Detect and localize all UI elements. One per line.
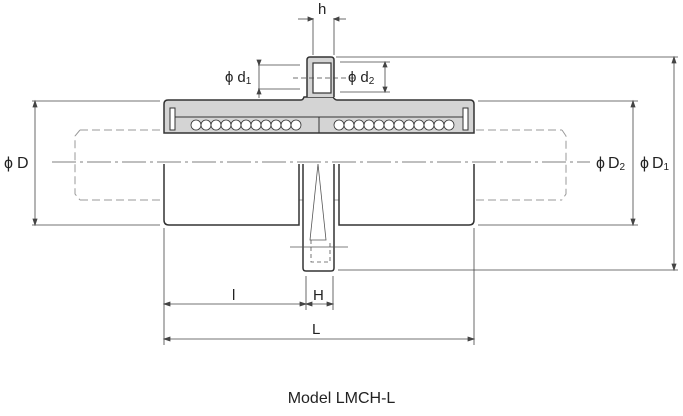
dim-H-label: H	[313, 287, 324, 304]
drawing-caption: Model LMCH-L	[287, 390, 396, 407]
lower-body	[163, 164, 475, 272]
dimension-lines	[32, 16, 678, 345]
dim-h-label: h	[318, 1, 326, 18]
top-bolt	[306, 56, 335, 97]
clamp-slit	[309, 163, 331, 263]
dim-l-label: l	[232, 287, 235, 304]
ball-row	[190, 119, 455, 131]
dim-L-label: L	[312, 321, 320, 338]
